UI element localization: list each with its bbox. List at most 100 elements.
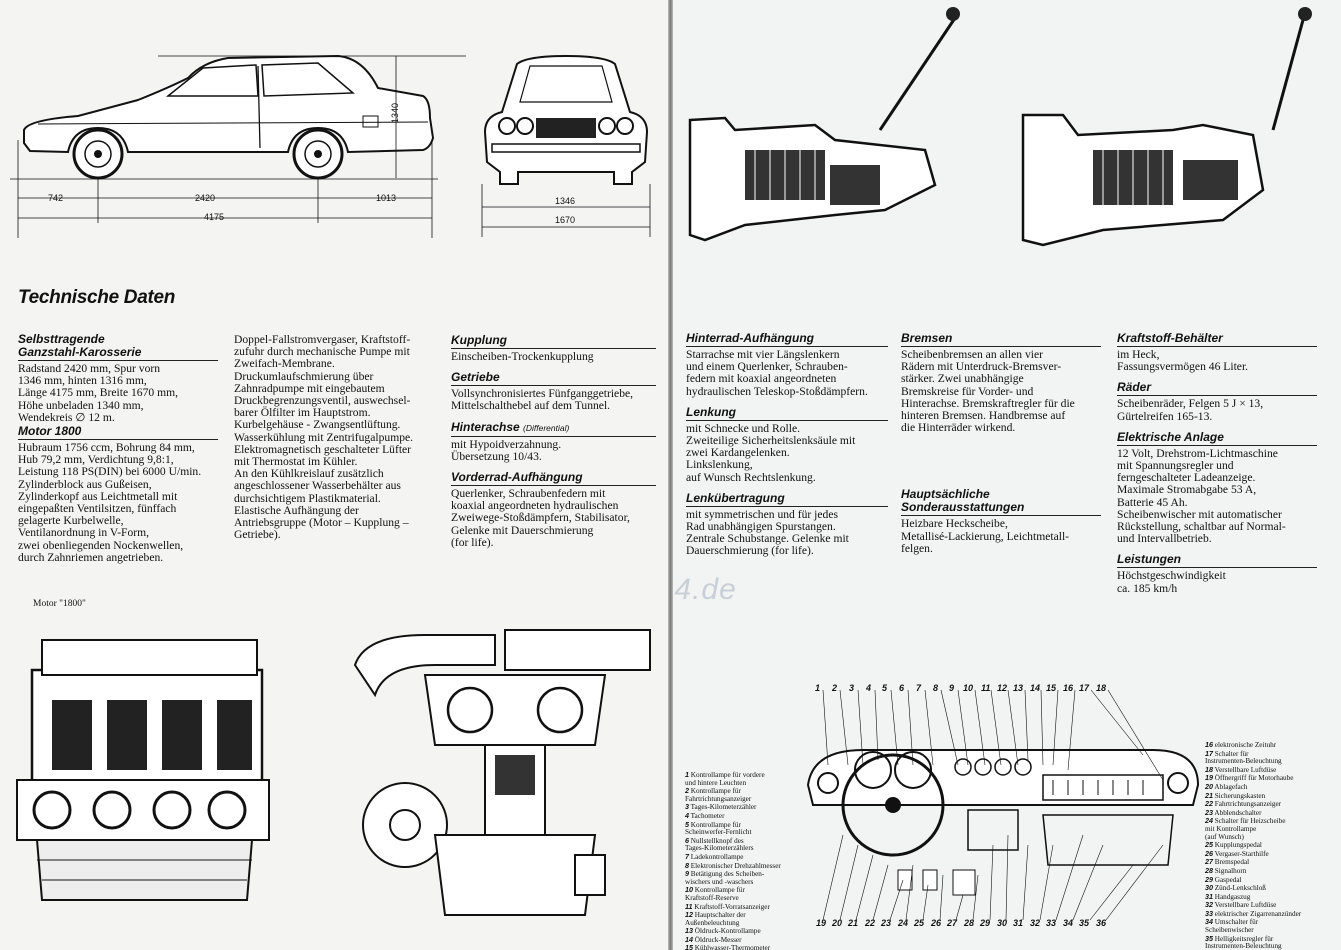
callout-7: 7 [916,683,922,693]
lenkung-text: mit Schnecke und Rolle. Zweiteilige Sich… [686,421,856,484]
legend-text: Gaspedal [1214,875,1242,884]
vorderrad-heading: Vorderrad-Aufhängung [451,471,656,487]
vorderrad-text: Querlenker, Schraubenfedern mit koaxial … [451,487,630,549]
legend-text: Kraftstoff-Vorratsanzeiger [694,902,770,911]
legend-text: Helligkeitsregler für Instrumenten-Beleu… [1205,934,1282,950]
karosserie-text: Radstand 2420 mm, Spur vorn 1346 mm, hin… [18,362,179,424]
callout-2: 2 [832,683,838,693]
elektrik-heading: Elektrische Anlage [1117,430,1317,446]
dashboard-legend-left: 1 Kontrollampe für vordere und hintere L… [685,771,807,950]
legend-item: 13 Öldruck-Kontrollampe [685,927,807,936]
legend-item: 10 Kontrollampe für Kraftstoff-Reserve [685,886,807,902]
legend-number: 35 [1205,933,1213,943]
callout-5: 5 [882,683,888,693]
callout-4: 4 [866,683,872,693]
leistungen-text: Höchstgeschwindigkeit ca. 185 km/h [1117,569,1226,595]
callout-17: 17 [1079,683,1090,693]
legend-item: 18 Verstellbare Luftdüse [1205,764,1337,775]
dashboard-illustration [806,689,1200,921]
kupplung-heading: Kupplung [451,334,656,349]
callout-32: 32 [1030,918,1041,928]
legend-item: 1 Kontrollampe für vordere und hintere L… [685,771,807,787]
legend-text: Kupplungspedal [1214,841,1262,850]
callout-27: 27 [947,918,958,928]
sonder-text: Heizbare Heckscheibe, Metallisé-Lackieru… [901,517,1070,555]
hinterachse-text: mit Hypoidverzahnung. Übersetzung 10/43. [451,437,562,463]
legend-number: 6 [685,835,689,845]
legend-number: 13 [685,926,693,936]
gearbox-illustration-left [688,7,960,242]
getriebe-heading: Getriebe [451,371,656,387]
callout-16: 16 [1063,683,1074,693]
legend-item: 12 Hauptschalter der Außenbeleuchtung [685,911,807,927]
dim-height: 1340 [390,102,401,124]
raeder-text: Scheibenräder, Felgen 5 J × 13, Gürtelre… [1117,397,1264,423]
legend-number: 18 [1205,764,1213,774]
lenkuebertragung-heading: Lenkübertragung [686,491,888,507]
legend-text: Fahrtrichtungsanzeiger [1214,800,1282,809]
legend-item: 31 Handgaszug [1205,892,1337,902]
legend-number: 3 [685,802,689,812]
left-page: 1340 742 2420 1013 4175 1346 1670 Techni… [0,0,668,950]
legend-text: Schalter für Instrumenten-Beleuchtung [1205,749,1282,766]
kupplung-text: Einscheiben-Trockenkupplung [451,350,594,363]
legend-text: Handgaszug [1214,892,1251,901]
legend-text: elektrischer Zigarrenanzünder [1214,909,1302,918]
lenkung-heading: Lenkung [686,405,888,421]
legend-item: 9 Betätigung des Scheiben- wischers und … [685,870,807,886]
hinterachse-heading: Hinterachse (Differential) [451,419,656,437]
page-gutter [668,0,673,950]
callout-35: 35 [1079,918,1090,928]
hinterrad-text: Starrachse mit vier Längslenkern und ein… [686,348,868,398]
legend-number: 23 [1205,807,1213,817]
elektrik-text: 12 Volt, Drehstrom-Lichtmaschine mit Spa… [1117,446,1286,546]
right-page: Hinterrad-Aufhängung Starrachse mit vier… [673,0,1341,950]
page-title: Technische Daten [18,287,176,308]
legend-text: Betätigung des Scheiben- wischers und -w… [685,870,765,886]
legend-item: 28 Signalhorn [1205,867,1337,876]
spec-column-2: Doppel-Fallstromvergaser, Kraftstoff- zu… [234,333,444,541]
legend-item: 30 Zünd-Lenkschloß [1205,884,1337,893]
legend-item: 11 Kraftstoff-Vorratsanzeiger [685,901,807,912]
legend-text: Vergaser-Starthilfe [1214,849,1269,858]
legend-item: 23 Abblendschalter [1205,807,1337,818]
spec-column-3: Kupplung Einscheiben-Trockenkupplung Get… [451,334,656,549]
car-side-view-illustration [10,54,466,238]
engine-caption: Motor "1800" [33,599,86,609]
legend-item: 3 Tages-Kilometerzähler [685,803,807,812]
kraftstoff-text: im Heck, Fassungsvermögen 46 Liter. [1117,348,1249,374]
callout-15: 15 [1046,683,1057,693]
spec-column-5: Bremsen Scheibenbremsen an allen vier Rä… [901,332,1101,555]
legend-text: Elektronischer Drehzahlmesser [690,861,781,870]
dim-rear-overhang: 1013 [376,193,397,203]
motor-heading: Motor 1800 [18,425,218,441]
hinterachse-title: Hinterachse [451,419,520,434]
legend-item: 5 Kontrollampe für Scheinwerfer-Fernlich… [685,819,807,837]
callout-26: 26 [931,918,942,928]
legend-number: 24 [1205,816,1213,826]
callout-10: 10 [963,683,974,693]
legend-number: 17 [1205,748,1213,758]
callout-13: 13 [1013,683,1024,693]
legend-number: 32 [1205,900,1213,910]
legend-number: 30 [1205,883,1213,893]
legend-number: 25 [1205,840,1213,850]
sonder-heading: Hauptsächliche Sonderausstattungen [901,488,1101,517]
callout-25: 25 [914,918,925,928]
legend-text: Kontrollampe für Fahrtrichtungsanzeiger [685,787,752,803]
callout-28: 28 [964,918,975,928]
legend-number: 5 [685,819,689,829]
legend-item: 29 Gaspedal [1205,874,1337,885]
legend-text: Nullstellknopf des Tages-Kilometerzähler… [685,836,754,853]
legend-number: 19 [1205,773,1213,783]
dim-width: 1670 [555,215,576,225]
legend-item: 8 Elektronischer Drehzahlmesser [685,861,807,871]
legend-number: 11 [685,901,693,911]
kraftstoff-heading: Kraftstoff-Behälter [1117,332,1317,347]
legend-number: 29 [1205,874,1213,884]
callout-22: 22 [865,918,876,928]
legend-item: 33 elektrischer Zigarrenanzünder [1205,910,1337,919]
raeder-heading: Räder [1117,381,1317,397]
dashboard-top-numbers: 1 2 3 4 5 6 7 8 9 10 11 12 13 14 15 16 1… [815,683,1115,695]
